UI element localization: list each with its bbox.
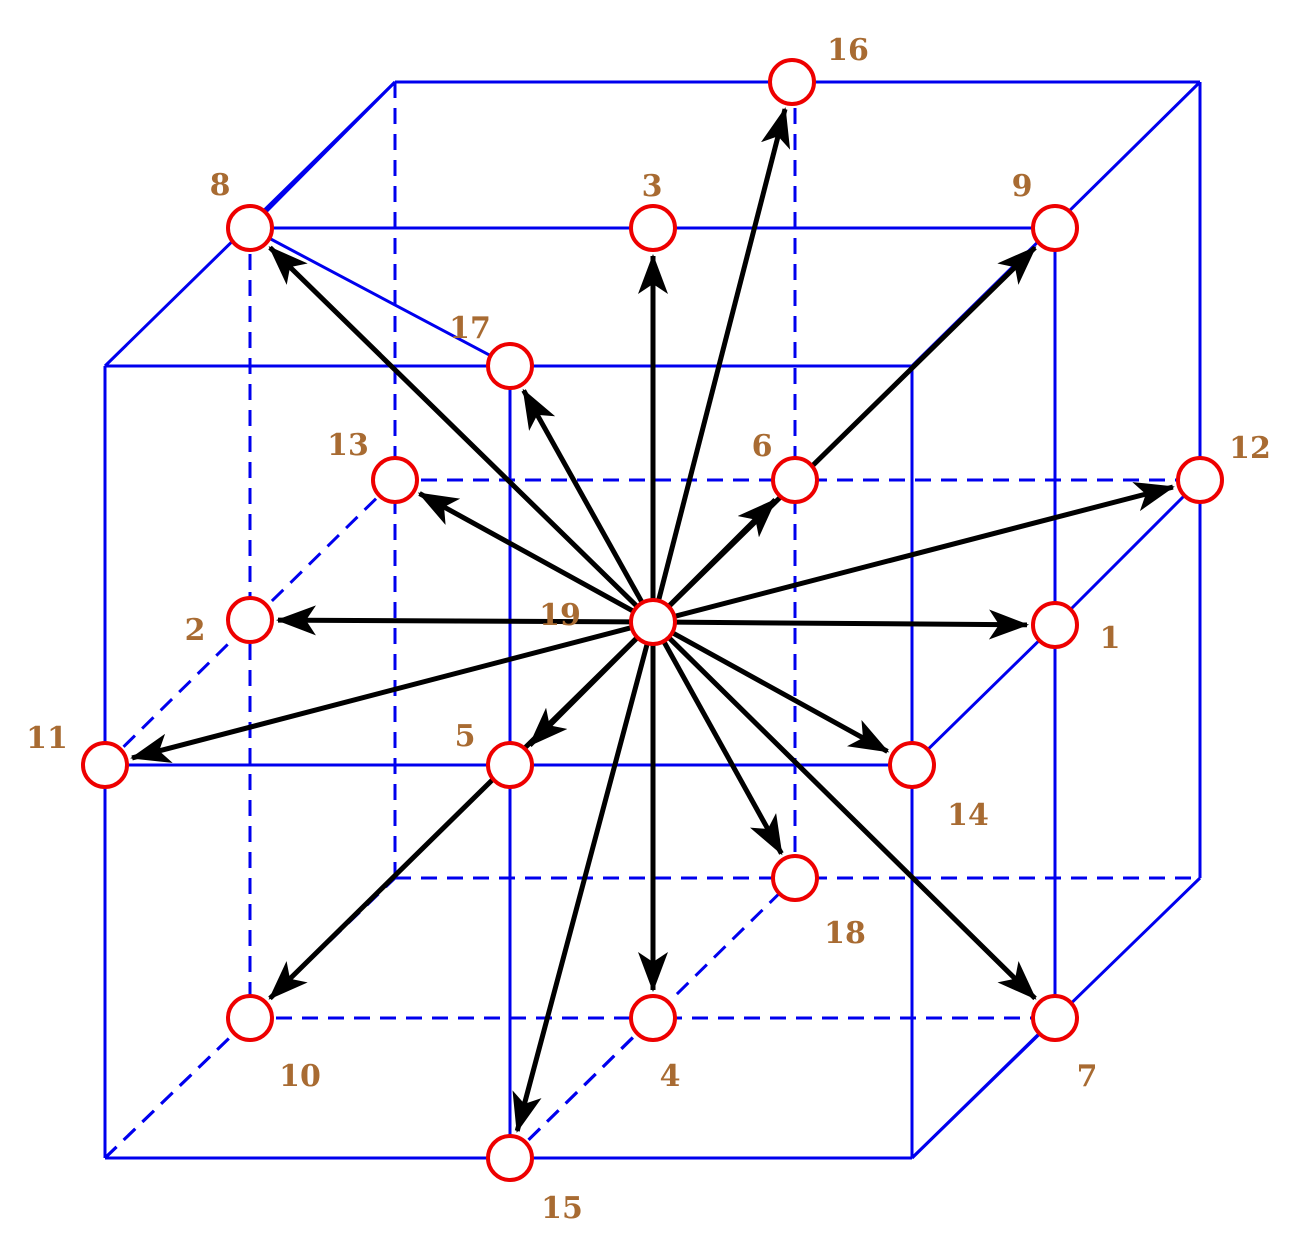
arrow-to-node-14 xyxy=(671,630,890,754)
cube-edge xyxy=(910,1016,1057,1160)
node-label-18: 18 xyxy=(824,916,866,951)
arrow-to-node-15 xyxy=(512,642,650,1133)
node-label-8: 8 xyxy=(210,168,231,203)
cube-edge-dashed xyxy=(103,1016,252,1160)
lattice-node-12 xyxy=(1176,456,1224,504)
node-label-7: 7 xyxy=(1077,1059,1098,1094)
node-label-11: 11 xyxy=(26,721,68,756)
lattice-node-14 xyxy=(888,741,936,789)
cube-edge-dashed xyxy=(508,1016,655,1160)
lattice-node-17 xyxy=(486,342,534,390)
arrow-to-node-12 xyxy=(673,482,1175,619)
lattice-nodes xyxy=(81,58,1224,1182)
arrow-to-node-2 xyxy=(275,605,632,636)
arrow-to-node-16 xyxy=(656,107,791,602)
node-label-3: 3 xyxy=(642,169,663,204)
arrow-to-node-7 xyxy=(666,635,1037,1001)
lattice-node-7 xyxy=(1031,994,1079,1042)
lattice-node-15 xyxy=(486,1134,534,1182)
node-label-15: 15 xyxy=(541,1191,583,1226)
arrow-to-node-18 xyxy=(661,640,784,856)
lattice-node-1 xyxy=(1031,601,1079,649)
arrow-to-node-11 xyxy=(130,625,633,763)
node-label-16: 16 xyxy=(827,33,869,68)
node-label-9: 9 xyxy=(1012,169,1033,204)
lattice-node-11 xyxy=(81,741,129,789)
arrow-to-node-1 xyxy=(674,609,1030,640)
arrow-to-node-10 xyxy=(268,635,640,1001)
lattice-node-10 xyxy=(226,994,274,1042)
lattice-node-9 xyxy=(1031,204,1079,252)
node-label-4: 4 xyxy=(660,1059,681,1094)
velocity-arrows xyxy=(130,107,1175,1133)
node-label-19: 19 xyxy=(539,598,581,633)
arrow-to-node-17 xyxy=(521,388,645,605)
node-label-5: 5 xyxy=(455,719,476,754)
node-label-12: 12 xyxy=(1229,431,1271,466)
lattice-node-8 xyxy=(226,204,274,252)
lattice-node-18 xyxy=(771,854,819,902)
node-label-2: 2 xyxy=(185,613,206,648)
cube-edge xyxy=(1053,478,1202,627)
arrow-to-node-8 xyxy=(268,245,640,609)
lattice-node-2 xyxy=(226,596,274,644)
lattice-node-13 xyxy=(371,456,419,504)
node-label-10: 10 xyxy=(279,1059,321,1094)
node-label-1: 1 xyxy=(1100,621,1121,656)
lattice-node-6 xyxy=(771,456,819,504)
cube-edge-dashed xyxy=(103,478,397,767)
node-label-17: 17 xyxy=(449,311,491,346)
lattice-node-16 xyxy=(768,58,816,106)
node-label-6: 6 xyxy=(752,429,773,464)
arrow-to-node-9 xyxy=(666,245,1037,609)
node-label-13: 13 xyxy=(327,428,369,463)
arrow-to-node-13 xyxy=(417,491,635,614)
cube-edge xyxy=(910,623,1057,767)
lattice-node-4 xyxy=(629,994,677,1042)
lattice-node-5 xyxy=(486,741,534,789)
lattice-node-3 xyxy=(629,204,677,252)
lattice-node-19 xyxy=(629,598,677,646)
cube-edge xyxy=(248,80,397,230)
node-label-14: 14 xyxy=(947,798,989,833)
